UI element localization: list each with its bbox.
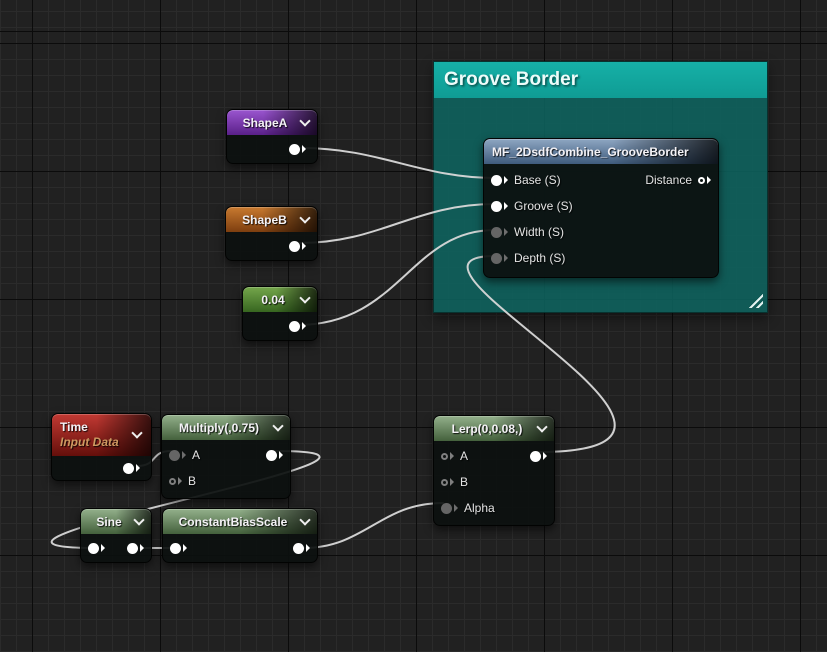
node-mf-2dsdfcombine-grooveborder[interactable]: MF_2DsdfCombine_GrooveBorder Base (S) Di… (483, 138, 719, 278)
pin-label: Width (S) (514, 225, 565, 239)
pin-label: Depth (S) (514, 251, 566, 265)
node-title: Time (60, 420, 88, 434)
comment-header[interactable]: Groove Border (434, 62, 767, 98)
wire-cbs-lerp (302, 502, 444, 549)
node-subtitle: Input Data (60, 435, 119, 449)
comment-title: Groove Border (444, 69, 579, 90)
node-header[interactable]: MF_2DsdfCombine_GrooveBorder (484, 139, 718, 164)
pin-label: Alpha (464, 501, 495, 515)
output-pin[interactable] (530, 450, 547, 462)
pin-label: Distance (645, 173, 692, 187)
input-pin-a[interactable] (441, 452, 454, 460)
pin-label: Groove (S) (514, 199, 573, 213)
input-pin-alpha[interactable] (441, 502, 458, 514)
output-pin[interactable] (289, 143, 306, 155)
input-pin-b[interactable] (169, 477, 182, 485)
pin-label: B (188, 474, 197, 488)
output-pin[interactable] (266, 449, 283, 461)
node-title: Multiply(,0.75) (178, 420, 259, 435)
input-pin-base[interactable] (491, 174, 508, 186)
chevron-down-icon[interactable] (299, 513, 311, 526)
input-pin-b[interactable] (441, 478, 454, 486)
input-pin-depth[interactable] (491, 252, 508, 264)
node-title: Sine (96, 514, 122, 529)
pin-label: B (460, 475, 469, 489)
node-shapea[interactable]: ShapeA (226, 109, 318, 164)
output-pin[interactable] (289, 320, 306, 332)
node-constantbiasscale[interactable]: ConstantBiasScale (162, 508, 318, 563)
node-sine[interactable]: Sine (80, 508, 152, 563)
comment-resize-handle[interactable] (748, 293, 763, 308)
node-constant-004[interactable]: 0.04 (242, 286, 318, 341)
input-pin[interactable] (88, 542, 105, 554)
output-pin[interactable] (127, 542, 144, 554)
output-pin[interactable] (123, 462, 140, 474)
input-pin-a[interactable] (169, 449, 186, 461)
chevron-down-icon[interactable] (299, 291, 311, 304)
node-time[interactable]: Time Input Data (51, 413, 152, 481)
input-pin-width[interactable] (491, 226, 508, 238)
node-header[interactable]: ShapeB (226, 207, 317, 232)
node-shapeb[interactable]: ShapeB (225, 206, 318, 261)
output-pin[interactable] (293, 542, 310, 554)
chevron-down-icon[interactable] (272, 419, 284, 432)
output-pin-distance[interactable] (698, 176, 711, 184)
node-lerp[interactable]: Lerp(0,0.08,) A B Alpha (433, 415, 555, 526)
node-title: Lerp(0,0.08,) (451, 421, 523, 436)
node-title: 0.04 (261, 292, 285, 307)
node-title: ShapeB (242, 212, 287, 227)
node-title: MF_2DsdfCombine_GrooveBorder (492, 144, 689, 159)
node-title: ShapeA (242, 115, 288, 130)
chevron-down-icon[interactable] (299, 211, 311, 224)
pin-label: A (460, 449, 469, 463)
chevron-down-icon[interactable] (131, 427, 143, 439)
node-header[interactable]: Time Input Data (52, 414, 151, 456)
node-header[interactable]: Lerp(0,0.08,) (434, 416, 554, 441)
node-header[interactable]: Multiply(,0.75) (162, 415, 290, 440)
node-header[interactable]: Sine (81, 509, 151, 534)
node-title: ConstantBiasScale (178, 514, 288, 529)
pin-label: A (192, 448, 201, 462)
input-pin[interactable] (170, 542, 187, 554)
input-pin-groove[interactable] (491, 200, 508, 212)
node-header[interactable]: ShapeA (227, 110, 317, 135)
chevron-down-icon[interactable] (299, 114, 311, 127)
chevron-down-icon[interactable] (536, 420, 548, 433)
output-pin[interactable] (289, 240, 306, 252)
node-header[interactable]: 0.04 (243, 287, 317, 312)
pin-label: Base (S) (514, 173, 561, 187)
chevron-down-icon[interactable] (133, 513, 145, 526)
node-multiply[interactable]: Multiply(,0.75) A B (161, 414, 291, 499)
node-header[interactable]: ConstantBiasScale (163, 509, 317, 534)
